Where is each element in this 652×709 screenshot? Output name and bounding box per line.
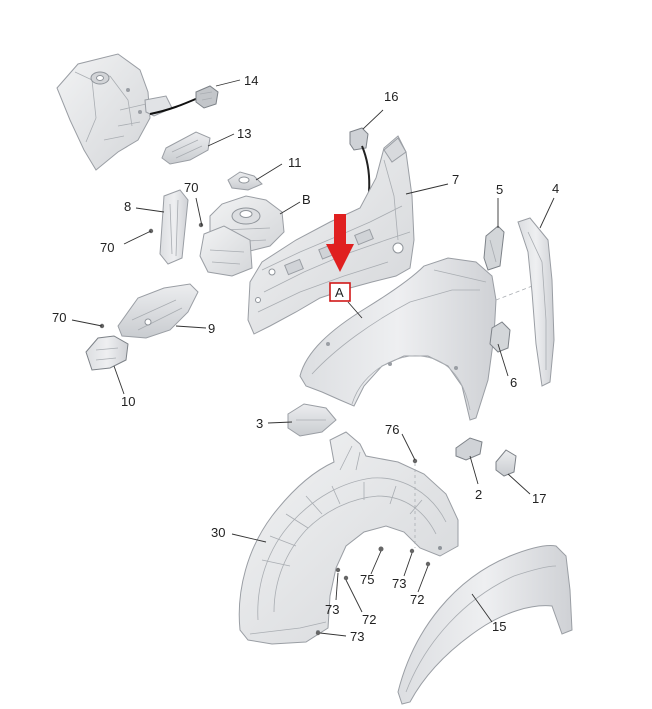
callout-7: 7 — [452, 172, 459, 187]
callout-73-bottom: 73 — [350, 629, 364, 644]
bracket-14 — [149, 85, 219, 115]
front-fender — [299, 257, 549, 421]
wheel-arch-moulding-15 — [397, 545, 573, 705]
bracket-6 — [489, 321, 511, 353]
callout-14: 14 — [244, 73, 258, 88]
fasteners — [99, 222, 431, 636]
strut-tower-assembly — [56, 53, 173, 171]
callout-30: 30 — [211, 525, 225, 540]
callout-9: 9 — [208, 321, 215, 336]
callout-76: 76 — [385, 422, 399, 437]
bracket-13 — [161, 131, 211, 165]
trim-4 — [517, 217, 555, 387]
callout-70-left: 70 — [100, 240, 114, 255]
callout-73-right: 73 — [392, 576, 406, 591]
callout-8: 8 — [124, 199, 131, 214]
bracket-3 — [287, 403, 337, 437]
callout-A-box — [329, 282, 351, 302]
cover-17 — [495, 449, 517, 477]
callout-70-lower: 70 — [52, 310, 66, 325]
callout-70-upper: 70 — [184, 180, 198, 195]
callout-15: 15 — [492, 619, 506, 634]
leader-lines — [71, 79, 555, 637]
side-bracket — [199, 225, 253, 277]
callout-13: 13 — [237, 126, 251, 141]
callout-75: 75 — [360, 572, 374, 587]
callout-B: B — [302, 192, 311, 207]
callout-16: 16 — [384, 89, 398, 104]
callout-6: 6 — [510, 375, 517, 390]
tray-9 — [117, 283, 199, 339]
callout-A: A — [335, 285, 344, 300]
callout-5: 5 — [496, 182, 503, 197]
location-arrow — [326, 214, 354, 272]
wheel-arch-liner-30 — [238, 431, 459, 645]
bracket-8 — [159, 189, 189, 265]
callout-72-middle: 72 — [362, 612, 376, 627]
callout-3: 3 — [256, 416, 263, 431]
callout-2: 2 — [475, 487, 482, 502]
clip-2 — [455, 437, 483, 461]
callout-73-middle: 73 — [325, 602, 339, 617]
callout-10: 10 — [121, 394, 135, 409]
callout-4: 4 — [552, 181, 559, 196]
callout-11: 11 — [288, 155, 302, 170]
callout-72-right: 72 — [410, 592, 424, 607]
bracket-10 — [85, 335, 129, 371]
bracket-5 — [483, 225, 505, 271]
callout-17: 17 — [532, 491, 546, 506]
cap-11 — [227, 171, 263, 191]
callout-labels: 14 13 16 11 7 5 4 B 70 8 70 70 9 10 A 6 … — [52, 73, 559, 644]
